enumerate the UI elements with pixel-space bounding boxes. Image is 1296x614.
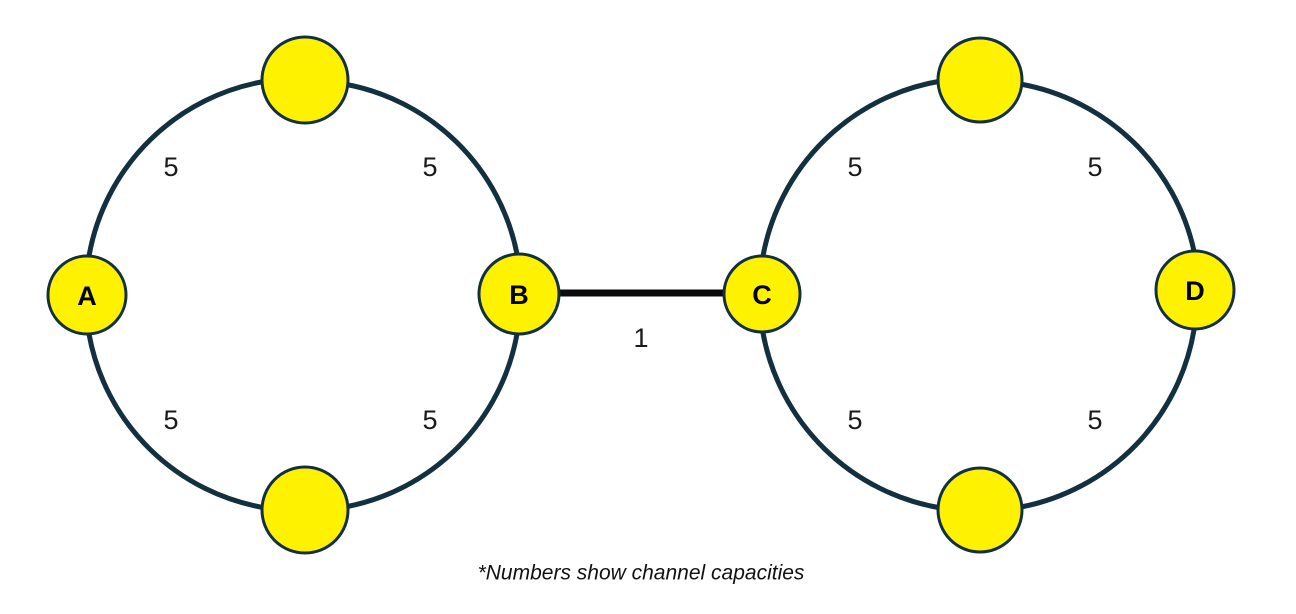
left-ring-group [86,78,520,511]
right-ring-arc-se [1018,327,1197,510]
node-a[interactable] [46,254,128,336]
right-ring-group [760,78,1197,511]
node-b[interactable] [477,252,561,336]
node-c-label: C [752,280,772,310]
left-ring-nodes: A B [46,35,561,555]
left-ring-edge-labels: 5 5 5 5 [163,152,437,435]
edge-label-left-ne: 5 [422,152,437,182]
node-d-label: D [1185,276,1205,306]
diagram-caption: *Numbers show channel capacities [478,562,805,585]
edge-label-left-sw: 5 [163,405,178,435]
left-ring-arc-nw [86,78,270,259]
node-c[interactable] [722,254,802,334]
edge-label-right-nw: 5 [847,152,862,182]
right-ring-arc-ne [1017,81,1197,254]
edge-label-right-sw: 5 [847,405,862,435]
edge-label-left-se: 5 [422,405,437,435]
left-ring-arc-se [342,331,520,510]
right-ring-arc-nw [760,78,944,259]
edge-label-right-se: 5 [1087,405,1102,435]
node-left-north[interactable] [260,35,350,125]
right-ring-arc-sw [760,330,944,511]
node-right-south[interactable] [936,466,1024,554]
edge-label-left-nw: 5 [163,152,178,182]
left-ring-arc-ne [341,81,520,257]
right-ring-edge-labels: 5 5 5 5 [847,152,1102,435]
left-ring-arc-sw [86,331,269,511]
edge-label-right-ne: 5 [1087,152,1102,182]
node-b-label: B [509,280,529,310]
right-ring-nodes: C D [722,36,1236,554]
node-d[interactable] [1154,249,1236,331]
edge-label-bridge: 1 [633,323,648,353]
node-right-north[interactable] [936,36,1024,124]
node-left-south[interactable] [260,465,350,555]
node-a-label: A [77,281,97,311]
